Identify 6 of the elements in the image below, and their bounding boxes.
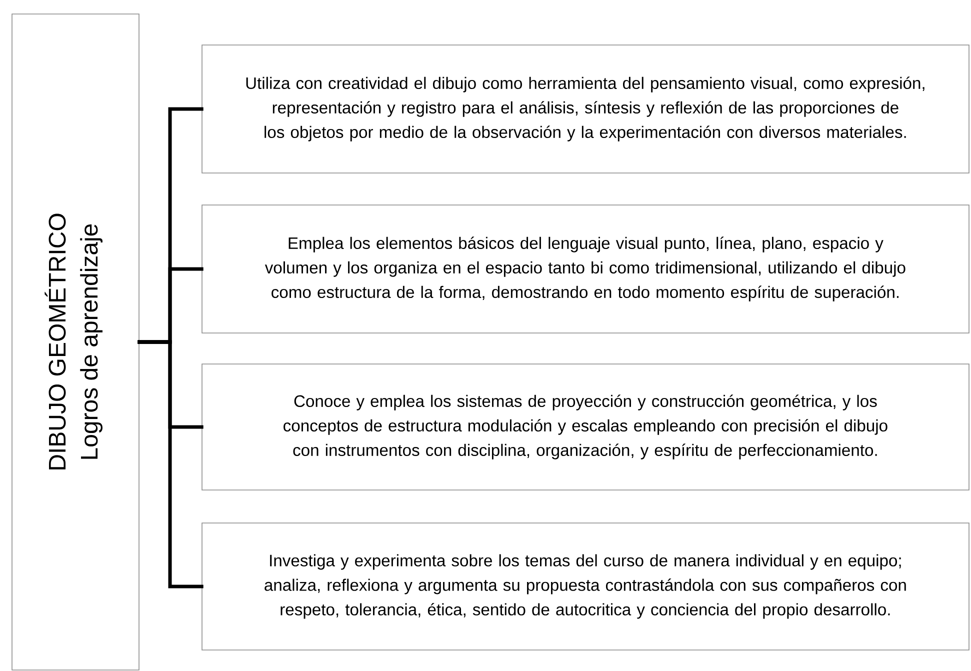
text-box: Emplea los elementos básicos del lenguaje visual punto, línea, plano, espacio y volumen y los organiza en el espacio tanto bi como tridimensional, utilizando el dibujo como estructura de la forma, demostrando en todo momento espíritu de superación. <box>202 204 970 334</box>
text-box: Conoce y emplea los sistemas de proyección y construcción geométrica, y los conceptos de estructura modulación y escalas empleando con precisión el dibujo con instrumentos con disciplina, organización, y espíritu de perfeccionamiento. <box>202 364 970 490</box>
text-box: Investiga y experimenta sobre los temas del curso de manera individual y en equipo; analiza, reflexiona y argumenta su propuesta contrastándola con sus compañeros con respeto, tolerancia, ética, sentido de autocritica y conciencia del propio desarrollo. <box>202 522 970 650</box>
title-box: DIBUJO GEOMÉTRICO Logros de aprendizaje <box>12 14 140 670</box>
text-box: Utiliza con creatividad el dibujo como herramienta del pensamiento visual, como expresión, representación y registro para el análisis, síntesis y reflexión de las proporciones de los objetos por medio de la observación y la experimentación con diversos materiales. <box>202 44 970 174</box>
connector-line <box>138 340 204 588</box>
